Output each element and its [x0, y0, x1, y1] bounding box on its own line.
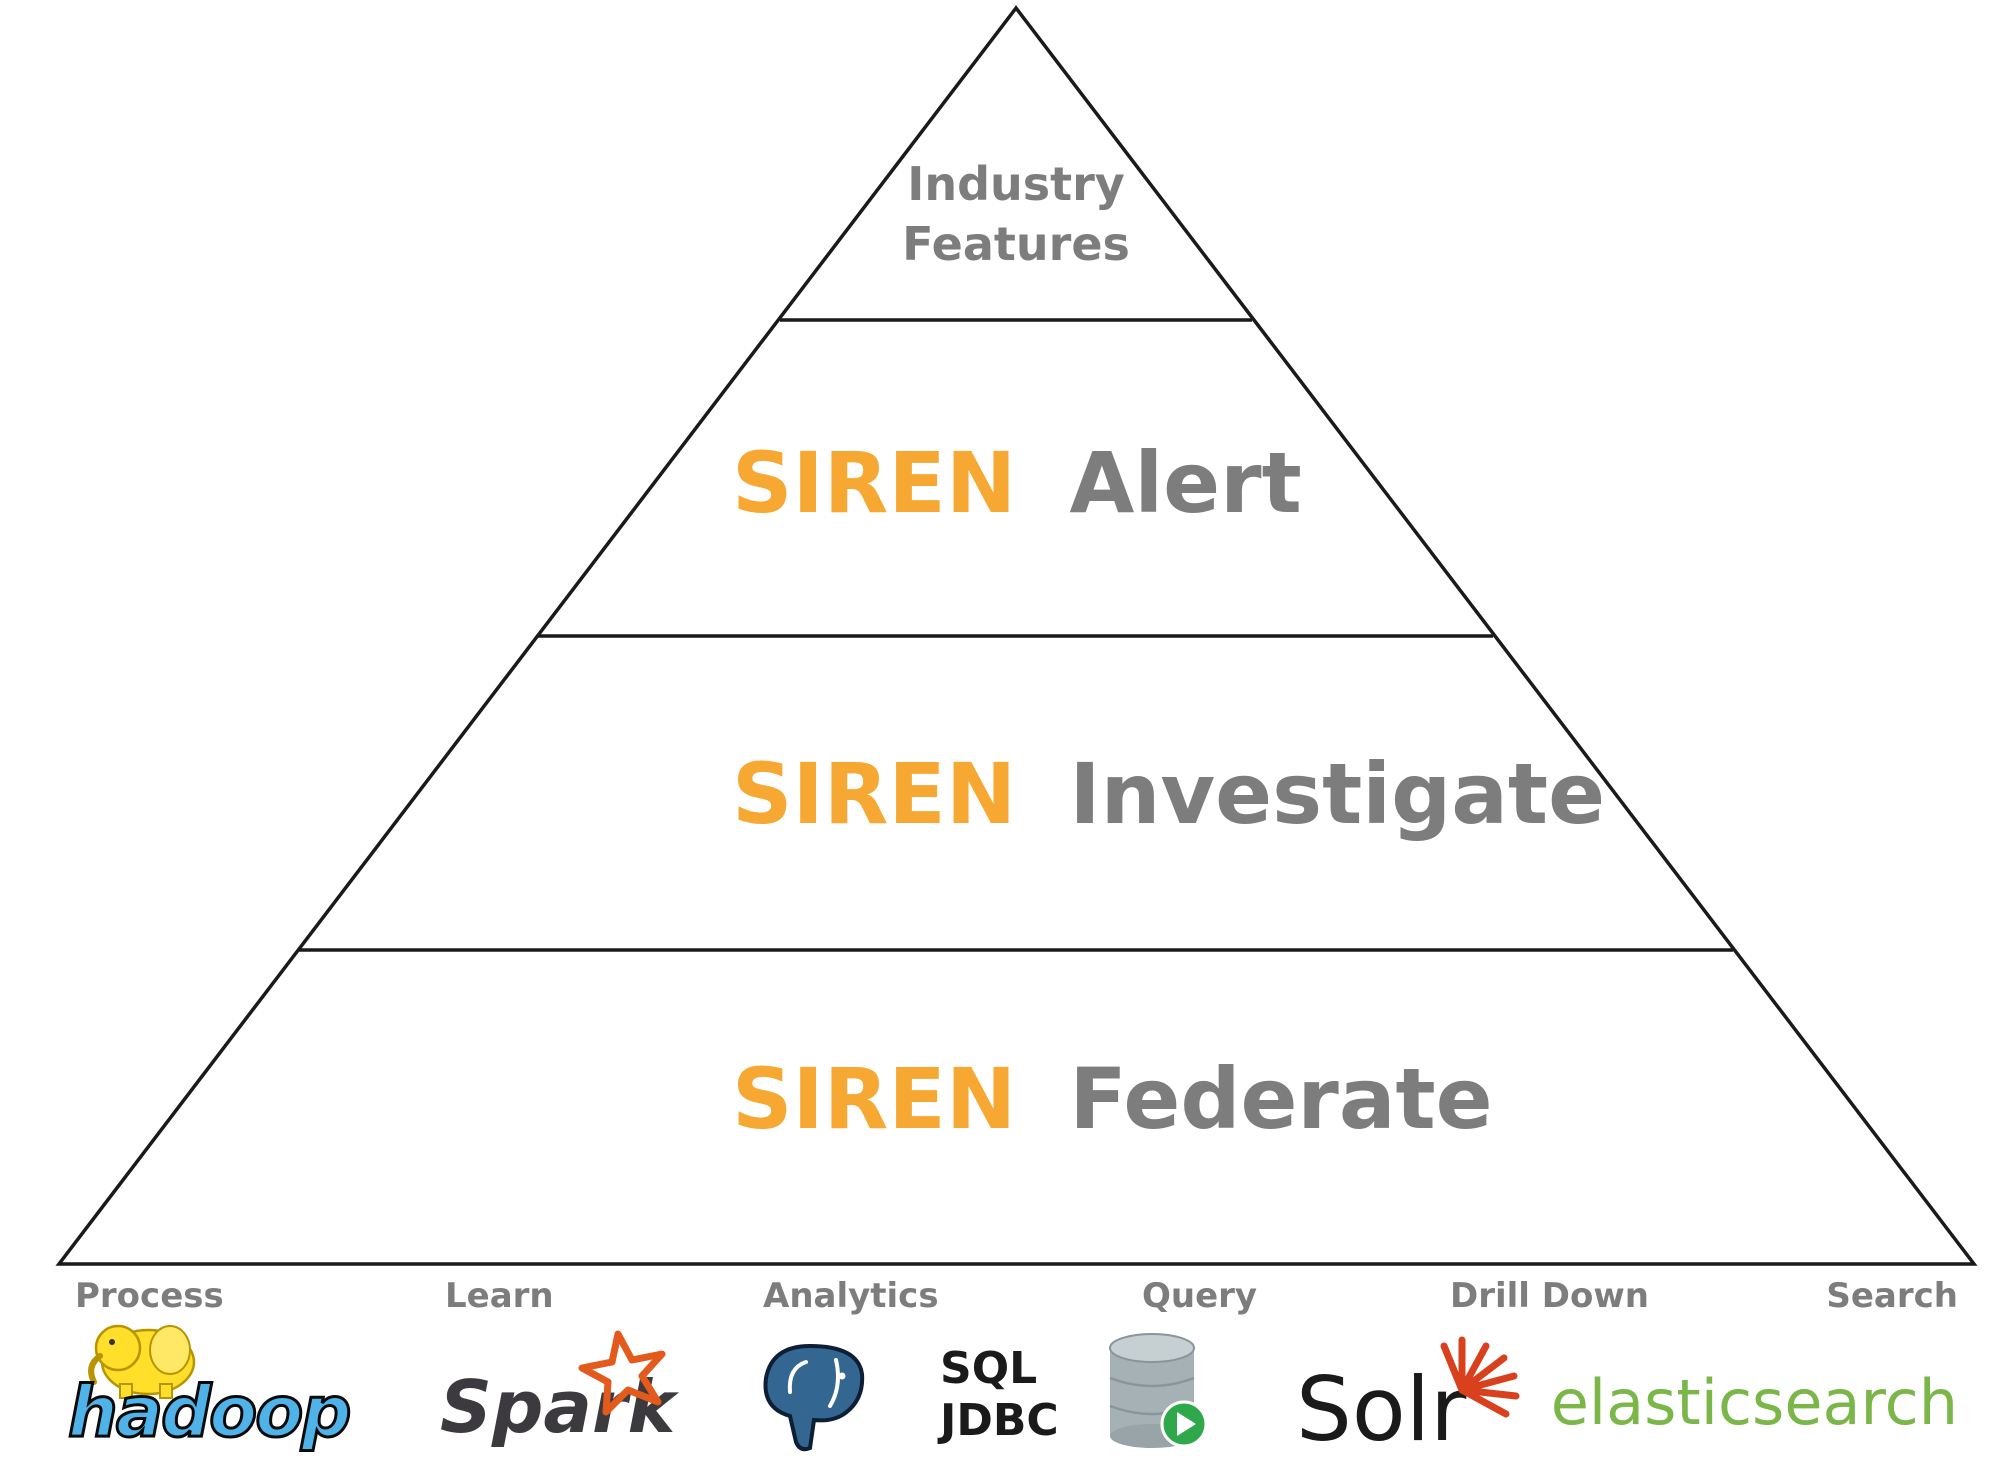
- top-tier: Industry Features: [902, 157, 1130, 271]
- top-tier-line1: Industry: [907, 157, 1125, 211]
- capability-labels: Process Learn Analytics Query Drill Down…: [75, 1276, 1958, 1316]
- spark-wordmark: Spark: [440, 1365, 679, 1449]
- capability-process: Process: [75, 1276, 224, 1316]
- postgresql-logo: SQL JDBC: [763, 1343, 1059, 1452]
- sql-label: SQL: [940, 1343, 1037, 1394]
- tier-alert-name: Alert: [1069, 434, 1301, 532]
- solr-logo: Solr: [1296, 1336, 1520, 1459]
- spark-star-icon: [578, 1330, 666, 1416]
- tier-alert-label: SIREN Alert: [732, 434, 1302, 532]
- capability-query: Query: [1142, 1276, 1257, 1316]
- hadoop-elephant-icon: [88, 1324, 196, 1399]
- pyramid-shape: [55, 5, 1978, 1266]
- tier-federate-label: SIREN Federate: [732, 1050, 1493, 1148]
- tier-alert-brand: SIREN: [732, 434, 1016, 532]
- spark-logo: Spark: [440, 1330, 679, 1449]
- postgresql-elephant-icon: [763, 1343, 865, 1452]
- tier-investigate-label: SIREN Investigate: [732, 745, 1605, 843]
- tier-investigate-name: Investigate: [1069, 745, 1605, 843]
- capability-search: Search: [1826, 1276, 1958, 1316]
- capability-learn: Learn: [445, 1276, 554, 1316]
- solr-sun-icon: [1440, 1336, 1520, 1418]
- hadoop-logo: hadoop: [67, 1324, 353, 1455]
- capability-analytics: Analytics: [763, 1276, 939, 1316]
- jdbc-label: JDBC: [937, 1395, 1059, 1446]
- tier-investigate-brand: SIREN: [732, 745, 1016, 843]
- tier-federate-name: Federate: [1069, 1050, 1492, 1148]
- solr-wordmark: Solr: [1296, 1358, 1467, 1459]
- capability-drill-down: Drill Down: [1450, 1276, 1649, 1316]
- tier-federate-brand: SIREN: [732, 1050, 1016, 1148]
- hadoop-wordmark: hadoop: [68, 1371, 349, 1453]
- elasticsearch-wordmark: elasticsearch: [1551, 1366, 1958, 1439]
- top-tier-line2: Features: [902, 217, 1130, 271]
- database-play-icon: [1109, 1333, 1208, 1448]
